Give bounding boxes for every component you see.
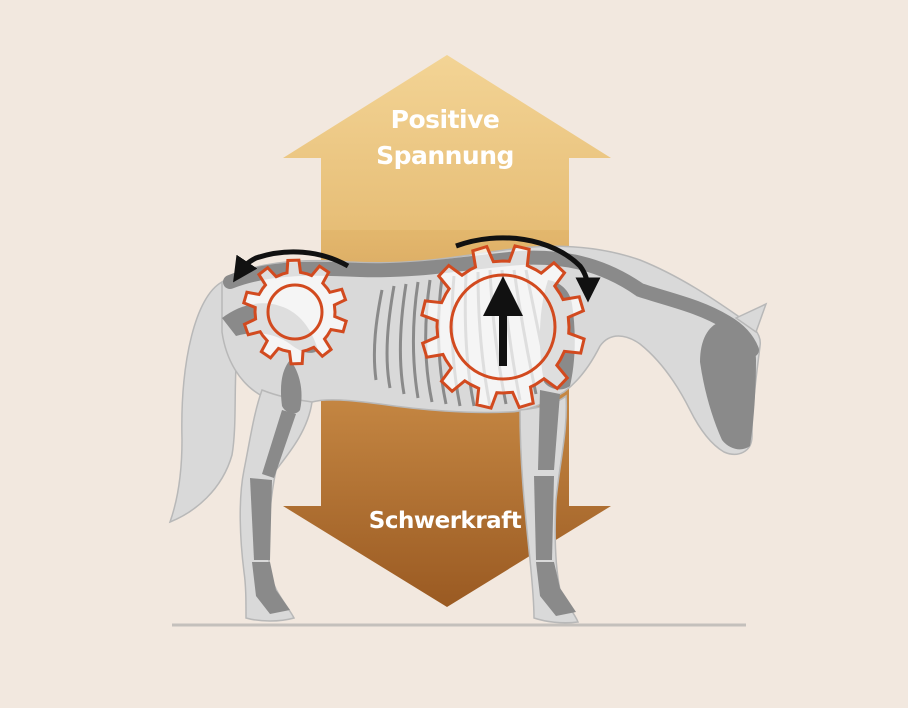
positive-tension-line-2: Spannung xyxy=(376,141,514,170)
motion-arrows xyxy=(233,235,601,366)
gravity-label: Schwerkraft xyxy=(368,508,522,534)
gear-hub xyxy=(449,273,557,381)
positive-tension-label: Positive Spannung xyxy=(340,102,550,174)
horse-ear-icon xyxy=(734,302,768,334)
horse-front-bones xyxy=(534,390,576,616)
horse-tail xyxy=(168,280,241,524)
horse-spine xyxy=(223,250,759,357)
gear-icon xyxy=(241,258,349,366)
curved-arrow-icon xyxy=(233,249,350,283)
curved-arrow-icon xyxy=(455,235,601,303)
horse-skull xyxy=(700,322,756,450)
horse-hind-leg xyxy=(239,389,313,622)
horse-hind-bones xyxy=(250,360,302,614)
positive-tension-line-1: Positive xyxy=(390,105,500,134)
gear-teeth xyxy=(241,258,349,366)
gear-hub xyxy=(266,283,324,341)
